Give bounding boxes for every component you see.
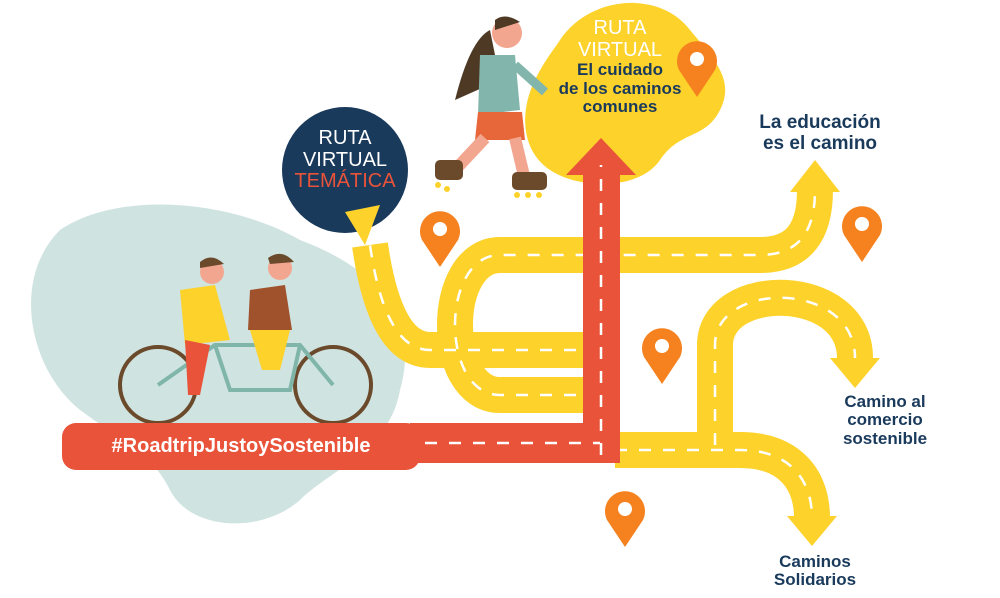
blob-sub2: de los caminos <box>558 78 682 98</box>
arrow-solidarios <box>787 516 837 546</box>
label-line: La educación <box>759 112 881 133</box>
label-line: comercio <box>847 410 923 430</box>
red-arrowhead <box>566 138 636 175</box>
pin-icon <box>642 328 682 384</box>
skater <box>435 16 549 198</box>
circle-label: RUTA VIRTUAL TEMÁTICA <box>282 127 408 193</box>
arrow-comercio <box>830 358 880 388</box>
label-line: Caminos <box>779 552 851 571</box>
label-comercio: Camino al comercio sostenible <box>830 392 940 448</box>
arrowheads <box>345 160 880 546</box>
arrow-to-circle <box>345 205 380 245</box>
blob-line2: VIRTUAL <box>577 38 663 61</box>
cyclists <box>180 253 294 395</box>
label-educacion: La educación es el camino <box>750 112 890 154</box>
blob-line1: RUTA <box>593 17 647 39</box>
circle-line1: RUTA <box>318 127 372 149</box>
pin-icon <box>420 211 460 267</box>
pin-icon <box>677 41 717 97</box>
label-line: Solidarios <box>773 570 857 590</box>
red-road-vertical <box>583 170 620 463</box>
pin-icon <box>842 206 882 262</box>
circle-line3: TEMÁTICA <box>294 170 396 193</box>
label-line: es el camino <box>762 132 878 154</box>
location-pins <box>420 41 882 547</box>
blob-label: RUTA VIRTUAL El cuidado de los caminos c… <box>540 17 700 116</box>
hashtag-banner: #RoadtripJustoySostenible <box>62 423 420 470</box>
circle-line2: VIRTUAL <box>302 148 388 171</box>
blob-sub1: El cuidado <box>577 60 663 80</box>
navy-circle <box>282 107 408 233</box>
yellow-blob <box>525 2 726 184</box>
label-line: Camino al <box>844 392 926 411</box>
teal-blob <box>31 204 406 524</box>
label-solidarios: Caminos Solidarios <box>760 552 870 590</box>
pin-icon <box>605 491 645 547</box>
label-line: sostenible <box>842 428 928 448</box>
arrow-educacion <box>790 160 840 192</box>
blob-sub3: comunes <box>582 96 658 116</box>
